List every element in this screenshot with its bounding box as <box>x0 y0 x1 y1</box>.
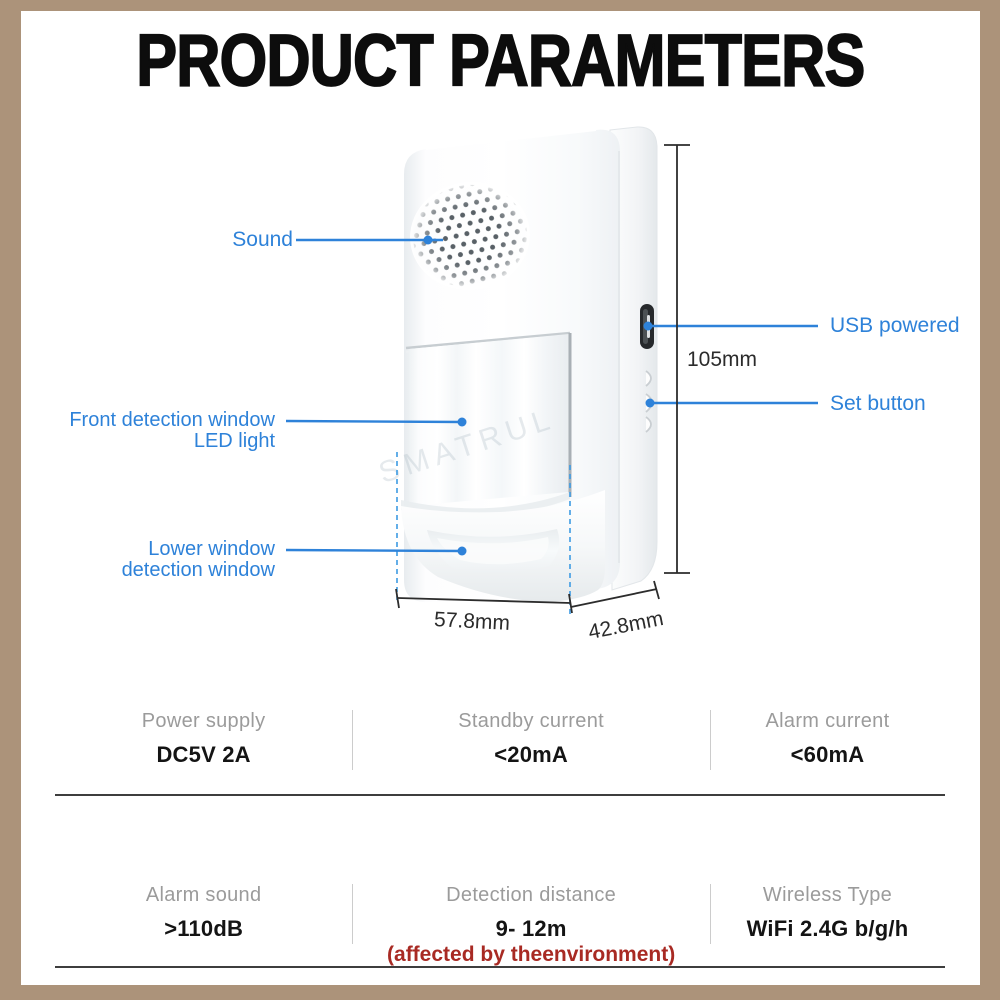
device-illustration: SMATRUL SMATRUL <box>285 126 818 614</box>
front-detection-window-label: Front detection window LED light <box>69 410 275 452</box>
spec-power-supply-value: DC5V 2A <box>156 742 251 767</box>
device-side-panel <box>609 126 658 591</box>
spec-row-1: Power supply DC5V 2A Standby current <20… <box>55 708 945 770</box>
spec-alarm-sound-label: Alarm sound <box>145 884 262 906</box>
housing-seam <box>405 331 571 350</box>
callout-dots <box>423 235 655 556</box>
spec-standby-current-label: Standby current <box>458 710 604 732</box>
spec-power-supply: Power supply DC5V 2A <box>55 708 352 770</box>
front-detection-window-label-line2: LED light <box>193 430 275 452</box>
spec-standby-current: Standby current <20mA <box>352 708 710 770</box>
spec-alarm-current-label: Alarm current <box>765 710 890 732</box>
spec-detection-distance: Detection distance 9- 12m (affected by t… <box>352 882 710 966</box>
spec-alarm-sound-value: >110dB <box>164 916 244 941</box>
spec-alarm-current: Alarm current <60mA <box>710 708 945 770</box>
spec-wireless-type: Wireless Type WiFi 2.4G b/g/h <box>710 882 945 966</box>
spec-alarm-current-value: <60mA <box>790 742 865 767</box>
lower-window-label-line1: Lower window <box>148 538 275 560</box>
spec-wireless-type-label: Wireless Type <box>762 884 893 906</box>
lower-window-label-line2: detection window <box>121 559 275 581</box>
dimension-lines <box>395 144 690 614</box>
sound-label: Sound <box>232 228 293 251</box>
set-button-label: Set button <box>830 392 926 415</box>
divider-rule-1 <box>55 794 945 796</box>
lower-window-label: Lower window detection window <box>122 539 275 581</box>
speaker-grille <box>410 181 530 291</box>
height-dimension-label: 105mm <box>687 348 758 371</box>
page-title-text: PRODUCT PARAMETERS <box>136 19 867 102</box>
spec-alarm-sound: Alarm sound >110dB <box>55 882 352 966</box>
spec-power-supply-label: Power supply <box>141 710 266 732</box>
spec-detection-distance-label: Detection distance <box>446 884 617 906</box>
divider-rule-2 <box>55 966 945 968</box>
front-detection-window-label-line1: Front detection window <box>69 409 275 431</box>
spec-wireless-type-value: WiFi 2.4G b/g/h <box>746 916 909 941</box>
spec-standby-current-value: <20mA <box>494 742 569 767</box>
page-title: PRODUCT PARAMETERS <box>21 19 980 102</box>
spec-detection-distance-value: 9- 12m <box>495 916 567 941</box>
lower-detection-window <box>427 529 560 574</box>
usb-powered-label: USB powered <box>830 314 960 337</box>
dashed-guides <box>396 452 571 614</box>
spec-detection-distance-note: (affected by theenvironment) <box>387 943 676 966</box>
spec-row-2: Alarm sound >110dB Detection distance 9-… <box>55 882 945 966</box>
